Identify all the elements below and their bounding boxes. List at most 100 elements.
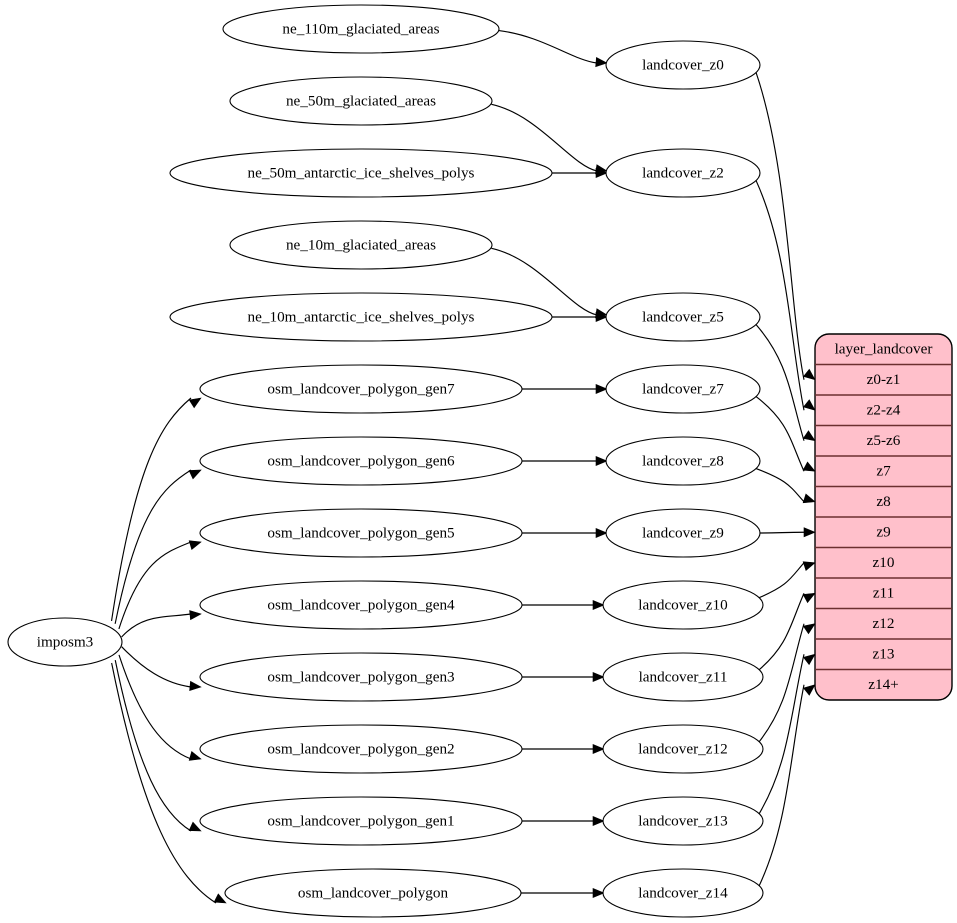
node-shape [602,724,764,774]
osm-node-osm_landcover_polygon_gen5[interactable]: osm_landcover_polygon_gen5 [199,508,523,558]
nodes-layer: imposm3 ne_110m_glaciated_areas ne_50m_gla… [7,4,764,918]
osm-node-osm_landcover_polygon_gen7[interactable]: osm_landcover_polygon_gen7 [199,364,523,414]
edge-landcover_z10-to-row-z10 [758,561,816,599]
edge-line [758,562,805,599]
edge-imposm3-to-osm_landcover_polygon_gen1 [114,659,202,832]
edge-line [114,469,192,624]
edge-osm_landcover_polygon_gen4-to-landcover_z10 [522,599,605,611]
osm-node-osm_landcover_polygon_gen1[interactable]: osm_landcover_polygon_gen1 [199,796,523,846]
edge-osm_landcover_polygon_gen3-to-landcover_z11 [522,671,605,683]
edge-landcover_z2-to-row-z2-z4 [755,180,816,411]
layer-table-group[interactable]: layer_landcoverz0-z1z2-z4z5-z6z7z8z9z10z… [814,333,953,701]
node-label: landcover_z7 [642,380,724,397]
edge-arrowhead [592,815,605,827]
edge-line [498,30,598,64]
osm-node-osm_landcover_polygon_gen6[interactable]: osm_landcover_polygon_gen6 [199,436,523,486]
table-row-z11[interactable]: z11 [815,578,952,609]
table-row-z5-z6[interactable]: z5-z6 [815,426,952,457]
edge-arrowhead [595,455,608,467]
table-row-label: z7 [876,463,891,480]
landcover-node-landcover_z12[interactable]: landcover_z12 [602,724,764,774]
node-label: ne_50m_antarctic_ice_shelves_polys [248,164,475,181]
edge-line [491,247,598,316]
node-shape [169,148,553,198]
edge-line [758,654,805,814]
node-label: osm_landcover_polygon_gen3 [267,668,454,685]
node-shape [199,652,523,702]
edge-arrowhead [802,653,816,666]
table-row-z8[interactable]: z8 [815,487,952,518]
landcover-node-landcover_z9[interactable]: landcover_z9 [605,508,761,558]
table-row-label: z2-z4 [867,402,901,419]
table-row-label: z9 [876,524,890,541]
natural-earth-node-ne_10m_antarctic_ice_shelves_polys[interactable]: ne_10m_antarctic_ice_shelves_polys [169,292,553,342]
edge-landcover_z12-to-row-z12 [758,623,816,743]
edge-line [755,468,805,503]
node-label: landcover_z9 [642,524,724,541]
edge-line [755,324,805,441]
edge-line [755,72,805,380]
node-label: ne_110m_glaciated_areas [282,20,439,37]
edge-arrowhead [592,887,605,899]
node-shape [229,76,493,126]
edge-line [758,623,805,743]
node-label: osm_landcover_polygon_gen4 [267,596,455,613]
edge-line [759,531,805,534]
source-node-imposm3[interactable]: imposm3 [7,617,123,667]
osm-node-osm_landcover_polygon_gen2[interactable]: osm_landcover_polygon_gen2 [199,724,523,774]
table-row-z9[interactable]: z9 [815,517,952,548]
edge-arrowhead [803,399,816,411]
table-row-z2-z4[interactable]: z2-z4 [815,395,952,426]
edge-arrowhead [802,561,816,572]
node-shape [605,292,761,342]
osm-node-osm_landcover_polygon_gen3[interactable]: osm_landcover_polygon_gen3 [199,652,523,702]
edge-line [121,613,192,638]
table-row-label: z5-z6 [867,432,901,449]
landcover-node-landcover_z2[interactable]: landcover_z2 [605,148,761,198]
node-label: osm_landcover_polygon_gen1 [267,812,454,829]
edge-arrowhead [802,493,816,504]
node-shape [199,580,523,630]
edge-arrowhead [595,383,608,395]
edge-landcover_z14-to-row-z14+ [758,684,816,886]
edge-arrowhead [595,311,608,323]
natural-earth-node-ne_10m_glaciated_areas[interactable]: ne_10m_glaciated_areas [229,220,493,270]
edge-line [118,541,192,630]
landcover-node-landcover_z7[interactable]: landcover_z7 [605,364,761,414]
node-label: osm_landcover_polygon_gen2 [267,740,454,757]
landcover-node-landcover_z8[interactable]: landcover_z8 [605,436,761,486]
node-label: imposm3 [37,633,94,650]
node-shape [602,868,764,918]
table-row-z14+[interactable]: z14+ [815,670,952,701]
node-shape [602,580,764,630]
table-row-label: z12 [873,615,895,632]
table-row-z7[interactable]: z7 [815,456,952,487]
table-row-label: z14+ [868,676,899,693]
osm-node-osm_landcover_polygon_gen4[interactable]: osm_landcover_polygon_gen4 [199,580,523,630]
landcover-node-landcover_z14[interactable]: landcover_z14 [602,868,764,918]
natural-earth-node-ne_110m_glaciated_areas[interactable]: ne_110m_glaciated_areas [222,4,500,54]
edge-arrowhead [188,469,202,480]
node-label: osm_landcover_polygon_gen6 [267,452,455,469]
edge-osm_landcover_polygon_gen2-to-landcover_z12 [522,743,605,755]
landcover-node-landcover_z13[interactable]: landcover_z13 [602,796,764,846]
edge-line [755,396,805,472]
natural-earth-node-ne_50m_glaciated_areas[interactable]: ne_50m_glaciated_areas [229,76,493,126]
table-row-z12[interactable]: z12 [815,609,952,640]
landcover-node-landcover_z5[interactable]: landcover_z5 [605,292,761,342]
osm-node-osm_landcover_polygon[interactable]: osm_landcover_polygon [224,868,522,918]
edge-imposm3-to-osm_landcover_polygon_gen5 [118,540,202,630]
node-label: landcover_z5 [642,308,724,325]
landcover-node-landcover_z11[interactable]: landcover_z11 [602,652,764,702]
table-row-z10[interactable]: z10 [815,548,952,579]
landcover-node-landcover_z0[interactable]: landcover_z0 [605,40,761,90]
natural-earth-node-ne_50m_antarctic_ice_shelves_polys[interactable]: ne_50m_antarctic_ice_shelves_polys [169,148,553,198]
edge-line [114,659,192,832]
landcover-node-landcover_z10[interactable]: landcover_z10 [602,580,764,630]
node-label: landcover_z12 [638,740,727,757]
table-row-z13[interactable]: z13 [815,639,952,670]
edge-line [121,646,192,688]
table-row-z0-z1[interactable]: z0-z1 [815,365,952,396]
